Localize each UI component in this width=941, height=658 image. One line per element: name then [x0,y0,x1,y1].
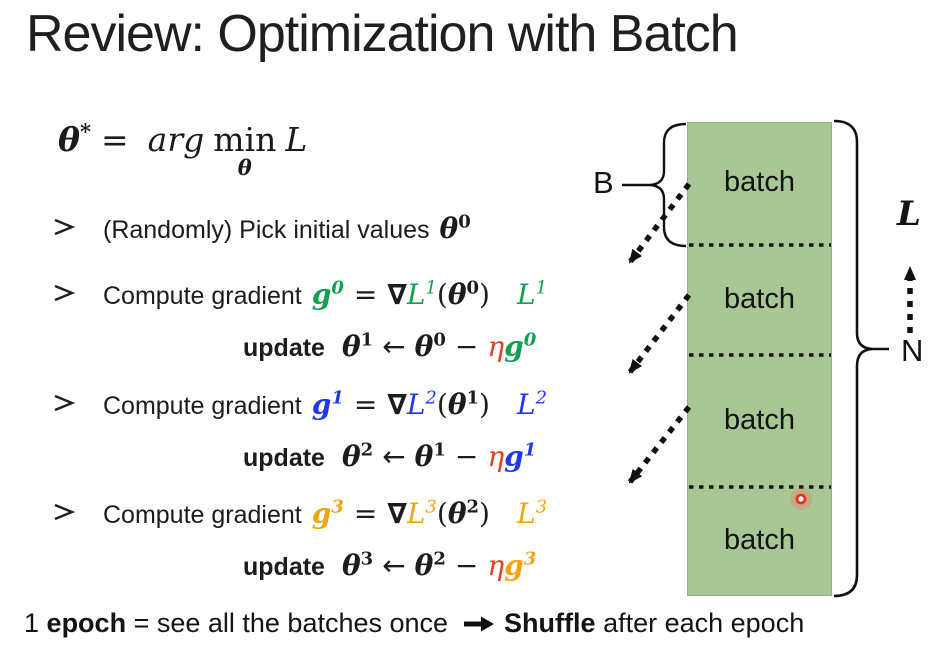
compute-gradient-text: Compute gradient [103,282,302,310]
paren-close: ) [479,388,490,421]
footer-mid: = see all the batches once [133,608,449,638]
arrow-batch2-L2 [627,293,692,374]
update-step-3: update θ3←θ2−ηg3 [243,549,536,582]
paren-close: ) [479,497,490,530]
theta-1: θ1 [447,387,480,421]
paren-open: ( [436,388,448,421]
total-loss-label: L [897,194,921,234]
theta-star: θ* [58,119,91,159]
bullet-pick-initial: (Randomly) Pick initial values θ0 [52,212,471,245]
theta-0: θ0 [414,329,446,363]
g3-symbol: g3 [311,496,344,530]
epoch-footer: 1 epoch = see all the batches once Shuffl… [24,608,804,640]
update-label: update [243,334,325,362]
eta-symbol: η [487,549,505,582]
batch-size-label: B [593,165,614,200]
footer-tail: after each epoch [603,608,805,638]
arrow-batch3-L3 [627,405,692,484]
left-arrow: ← [382,549,406,582]
g0-symbol: g0 [311,277,344,311]
loss-symbol: L [285,120,308,159]
equals-sign: = [101,120,129,159]
theta-1: θ1 [341,329,374,363]
eta-symbol: η [487,440,505,473]
compute-gradient-text: Compute gradient [103,501,302,529]
L2-symbol: L2 [406,387,437,421]
bullet-arrowhead-icon [52,281,76,310]
arrow-batch1-L1 [627,182,692,264]
footer-one: 1 [24,608,40,638]
epoch-word: epoch [46,608,127,638]
bullet-arrowhead-icon [52,215,76,244]
update-label: update [243,553,325,581]
nabla-symbol: ∇ [387,278,407,311]
batch-to-loss-arrows [627,182,692,484]
theta-3: θ3 [341,548,374,582]
paren-open: ( [436,278,448,311]
theta-2: θ2 [341,439,374,473]
shuffle-word: Shuffle [504,608,596,638]
L3-batch-loss: L3 [516,496,548,530]
bullet-arrowhead-icon [52,391,76,420]
nabla-symbol: ∇ [387,497,407,530]
theta-2: θ2 [414,548,446,582]
theta-1: θ1 [414,439,446,473]
dataset-size-label: N [901,333,924,368]
minus-sign: − [454,440,479,473]
theta-0: θ0 [447,277,480,311]
g1-symbol: g1 [311,387,344,421]
theta-0: θ0 [439,211,471,245]
g3-symbol: g3 [504,548,537,582]
equals-sign: = [353,497,378,530]
paren-close: ) [479,278,490,311]
update-step-2: update θ2←θ1−ηg1 [243,440,536,473]
paren-open: ( [436,497,448,530]
g0-symbol: g0 [504,329,537,363]
arg-text: arg [147,120,205,159]
right-arrow-icon [461,609,495,640]
equals-sign: = [353,388,378,421]
g1-symbol: g1 [504,439,537,473]
equals-sign: = [353,278,378,311]
L1-batch-loss: L1 [516,277,548,311]
b-brace [622,122,687,248]
update-label: update [243,444,325,472]
page-title: Review: Optimization with Batch [26,5,739,63]
bullet-arrowhead-icon [52,500,76,529]
n-brace [833,119,889,598]
L2-batch-loss: L2 [516,387,548,421]
batch-label-4: batch [724,524,795,556]
theta-2: θ2 [447,496,480,530]
bullet1-text: (Randomly) Pick initial values [103,216,430,244]
batch-label-3: batch [724,404,795,436]
L3-symbol: L3 [406,496,437,530]
batch-label-2: batch [724,283,795,315]
minus-sign: − [454,549,479,582]
compute-gradient-text: Compute gradient [103,392,302,420]
minus-sign: − [454,330,479,363]
eta-symbol: η [487,330,505,363]
batch-label-1: batch [724,166,795,198]
nabla-symbol: ∇ [387,388,407,421]
left-arrow: ← [382,440,406,473]
left-arrow: ← [382,330,406,363]
update-step-1: update θ1←θ0−ηg0 [243,330,536,363]
L1-symbol: L1 [406,277,437,311]
